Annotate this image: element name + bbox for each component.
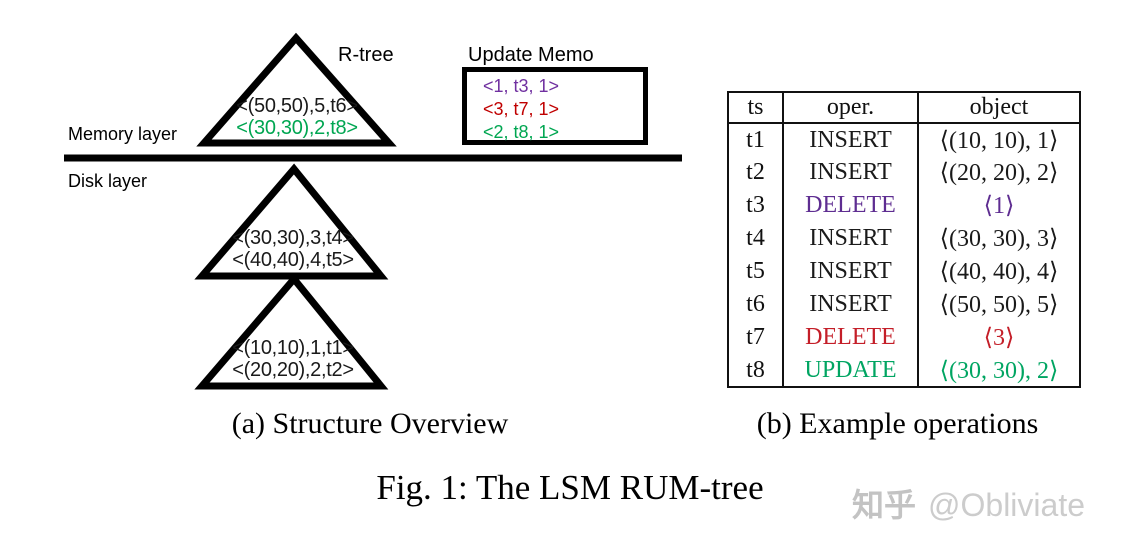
- ts-cell: t2: [727, 156, 784, 189]
- figure-caption: Fig. 1: The LSM RUM-tree: [376, 468, 764, 507]
- table-header-row: ts oper. object: [727, 92, 1081, 124]
- oper-cell: INSERT: [782, 288, 919, 321]
- watermark-handle: @Obliviate: [928, 487, 1085, 523]
- disk-rtree-triangle-2: [194, 273, 389, 390]
- update-memo-label: Update Memo: [468, 44, 594, 66]
- disk-layer-label: Disk layer: [68, 171, 148, 191]
- caption-a: (a) Structure Overview: [231, 407, 509, 440]
- update-memo-box: <1, t3, 1> <3, t7, 1> <2, t8, 1>: [462, 67, 648, 145]
- col-header-oper: oper.: [782, 92, 919, 124]
- object-cell: ⟨(20, 20), 2⟩: [917, 156, 1081, 189]
- rtree-entry: <(30,30),2,t8>: [236, 117, 358, 139]
- table-row: t3 DELETE ⟨1⟩: [727, 189, 1081, 222]
- ts-cell: t8: [727, 354, 784, 387]
- oper-cell: INSERT: [782, 156, 919, 189]
- disk-rtree-1-entries: <(30,30),3,t4> <(40,40),4,t5>: [202, 227, 384, 271]
- object-cell: ⟨(10, 10), 1⟩: [917, 123, 1081, 156]
- table-row: t7 DELETE ⟨3⟩: [727, 321, 1081, 354]
- memory-rtree-entries: <(50,50),5,t6> <(30,30),2,t8>: [204, 95, 390, 139]
- table-row: t2 INSERT ⟨(20, 20), 2⟩: [727, 156, 1081, 189]
- memory-layer-label: Memory layer: [68, 124, 178, 144]
- object-cell: ⟨(50, 50), 5⟩: [917, 288, 1081, 321]
- ts-cell: t4: [727, 222, 784, 255]
- rtree-entry: <(20,20),2,t2>: [232, 359, 354, 381]
- example-operations-table: ts oper. object t1 INSERT ⟨(10, 10), 1⟩ …: [727, 91, 1081, 388]
- ts-cell: t3: [727, 189, 784, 222]
- oper-cell: INSERT: [782, 123, 919, 156]
- watermark-site: 知乎: [852, 487, 917, 523]
- col-header-ts: ts: [727, 92, 784, 124]
- ts-cell: t1: [727, 123, 784, 156]
- memo-entry: <1, t3, 1>: [483, 76, 560, 96]
- oper-cell: DELETE: [782, 189, 919, 222]
- table-row: t5 INSERT ⟨(40, 40), 4⟩: [727, 255, 1081, 288]
- rtree-entry: <(30,30),3,t4>: [232, 227, 354, 249]
- ts-cell: t5: [727, 255, 784, 288]
- table-row: t1 INSERT ⟨(10, 10), 1⟩: [727, 123, 1081, 156]
- object-cell: ⟨3⟩: [917, 321, 1081, 354]
- table-row: t8 UPDATE ⟨(30, 30), 2⟩: [727, 354, 1081, 387]
- object-cell: ⟨(40, 40), 4⟩: [917, 255, 1081, 288]
- memo-entry: <3, t7, 1>: [483, 99, 560, 119]
- ts-cell: t7: [727, 321, 784, 354]
- oper-cell: INSERT: [782, 255, 919, 288]
- watermark: 知乎 @Obliviate: [852, 480, 1085, 526]
- table-row: t6 INSERT ⟨(50, 50), 5⟩: [727, 288, 1081, 321]
- object-cell: ⟨(30, 30), 2⟩: [917, 354, 1081, 387]
- rtree-entry: <(40,40),4,t5>: [232, 249, 354, 271]
- col-header-object: object: [917, 92, 1081, 124]
- object-cell: ⟨(30, 30), 3⟩: [917, 222, 1081, 255]
- rtree-label: R-tree: [338, 44, 394, 66]
- disk-rtree-triangle-1: [194, 163, 389, 280]
- rtree-entry: <(10,10),1,t1>: [232, 337, 354, 359]
- rtree-structure-diagram: [64, 32, 682, 390]
- table-row: t4 INSERT ⟨(30, 30), 3⟩: [727, 222, 1081, 255]
- disk-rtree-2-entries: <(10,10),1,t1> <(20,20),2,t2>: [202, 337, 384, 381]
- rtree-entry: <(50,50),5,t6>: [236, 95, 358, 117]
- oper-cell: UPDATE: [782, 354, 919, 387]
- caption-b: (b) Example operations: [756, 407, 1039, 440]
- ts-cell: t6: [727, 288, 784, 321]
- object-cell: ⟨1⟩: [917, 189, 1081, 222]
- memo-entry: <2, t8, 1>: [483, 122, 560, 142]
- memory-rtree-triangle: [196, 32, 397, 147]
- oper-cell: INSERT: [782, 222, 919, 255]
- oper-cell: DELETE: [782, 321, 919, 354]
